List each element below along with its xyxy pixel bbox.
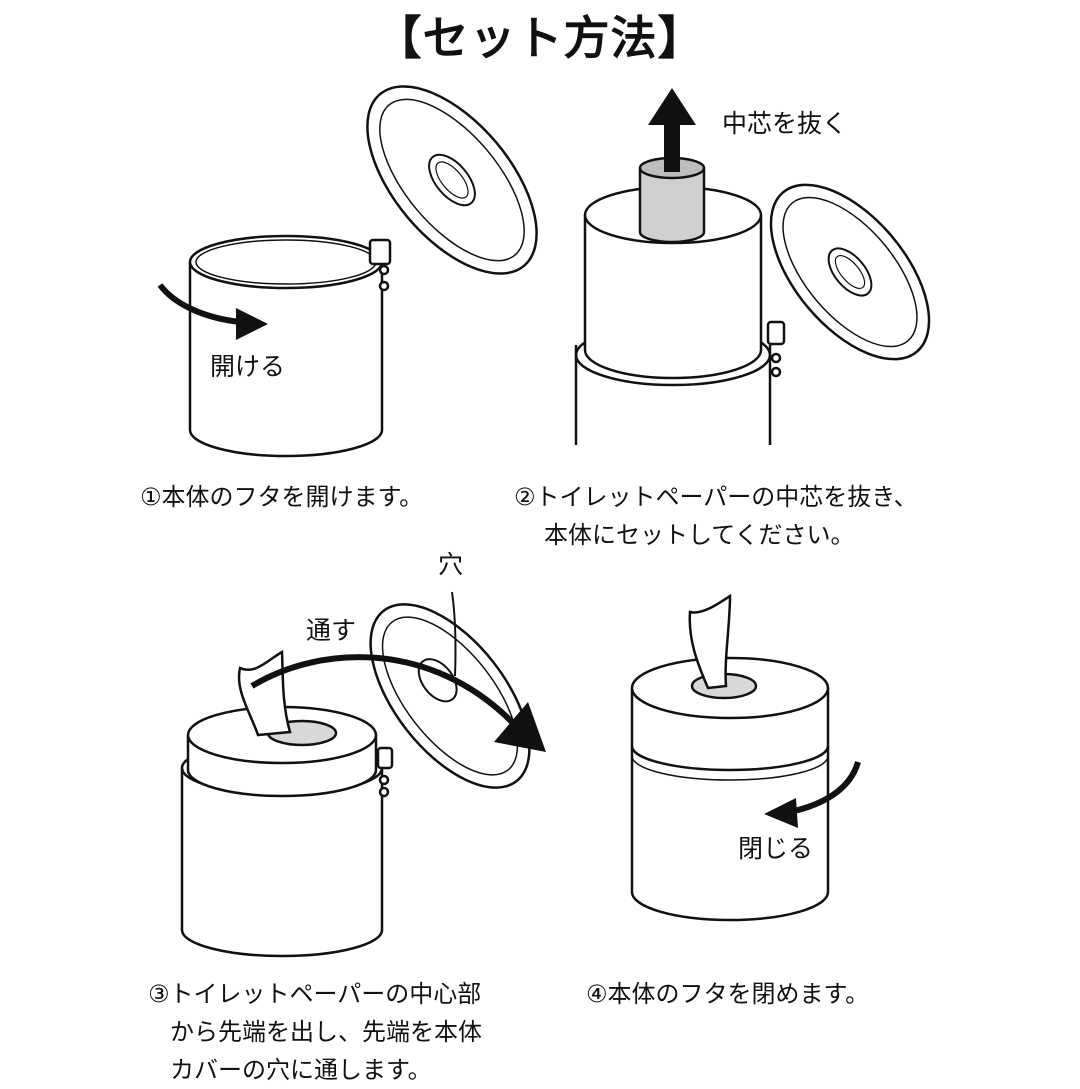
- step2-caption: ②トイレットペーパーの中芯を抜き、 本体にセットしてください。: [514, 478, 918, 554]
- step1-holder-rim: [188, 234, 384, 290]
- step1-lid-hole: [428, 153, 476, 207]
- step2-caption-line: 本体にセットしてください。: [544, 521, 855, 549]
- step1-caption: ①本体のフタを開けます。: [140, 478, 423, 516]
- step3-caption-line: ③トイレットペーパーの中心部: [148, 980, 482, 1008]
- step3-thread-arrow: [250, 654, 515, 725]
- step1-caption-line: ①本体のフタを開けます。: [140, 483, 424, 511]
- step3-holder-body: [180, 768, 384, 958]
- step4-caption: ④本体のフタを閉めます。: [586, 975, 869, 1013]
- step3-label: 通す: [306, 616, 357, 645]
- step2-core-tube: [638, 168, 706, 244]
- step3-hole-label: 穴: [438, 550, 464, 579]
- step1-open-arrow: [157, 283, 241, 325]
- step3-open-lid: [369, 603, 531, 789]
- step2-up-arrow: [648, 88, 696, 172]
- step3-caption-line: から先端を出し、先端を本体: [170, 1018, 482, 1046]
- step2-lid-hole: [827, 247, 873, 297]
- step3-illustration: [180, 591, 546, 958]
- diagram-title: 【セット方法】: [375, 11, 705, 65]
- step2-paper-roll: [583, 215, 763, 380]
- step4-label: 閉じる: [738, 834, 814, 863]
- step2-illustration: [574, 88, 931, 445]
- step1-open-lid: [366, 85, 538, 275]
- step3-lid-hole: [417, 658, 458, 703]
- step1-illustration: [157, 85, 538, 458]
- step1-label: 開ける: [210, 352, 286, 381]
- step3-caption-line: カバーの穴に通します。: [170, 1056, 432, 1084]
- step2-open-lid: [769, 183, 931, 361]
- step4-caption-line: ④本体のフタを閉めます。: [586, 980, 870, 1008]
- step4-holder-body: [630, 688, 830, 922]
- step1-hinge: [368, 238, 392, 266]
- step3-caption: ③トイレットペーパーの中心部 から先端を出し、先端を本体 カバーの穴に通します。: [148, 975, 482, 1089]
- step2-label: 中芯を抜く: [722, 109, 848, 138]
- step4-illustration: [630, 593, 861, 922]
- step4-paper-end: [688, 593, 732, 690]
- step4-close-arrow: [789, 761, 861, 815]
- step3-hole-pointer: [451, 591, 457, 677]
- step2-caption-line: ②トイレットペーパーの中芯を抜き、: [514, 483, 918, 511]
